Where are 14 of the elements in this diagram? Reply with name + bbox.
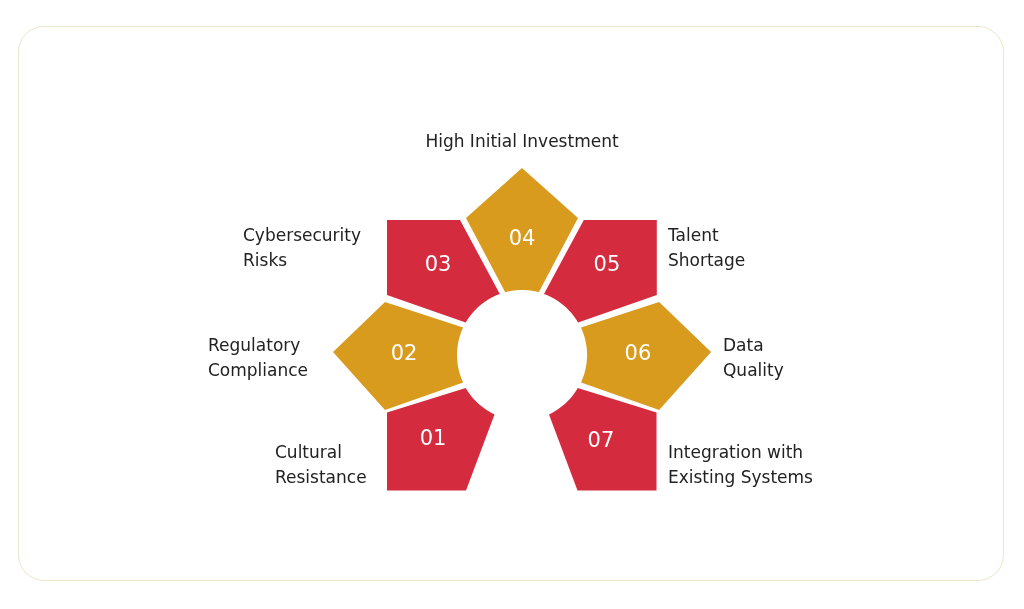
- step-number: 04: [508, 226, 536, 250]
- step-number: 02: [390, 341, 418, 365]
- step-number: 05: [593, 252, 621, 276]
- step-label: Regulatory Compliance: [208, 334, 310, 382]
- step-number: 07: [587, 428, 615, 452]
- step-number: 01: [419, 426, 447, 450]
- step-number: 06: [624, 341, 652, 365]
- step-label: Data Quality: [723, 334, 785, 382]
- step-number: 03: [424, 252, 452, 276]
- step-label: High Initial Investment: [424, 130, 620, 153]
- step-label: Talent Shortage: [668, 224, 747, 272]
- step-label: Integration with Existing Systems: [668, 441, 814, 489]
- step-label: Cybersecurity Risks: [243, 224, 363, 272]
- step-label: Cultural Resistance: [275, 441, 368, 489]
